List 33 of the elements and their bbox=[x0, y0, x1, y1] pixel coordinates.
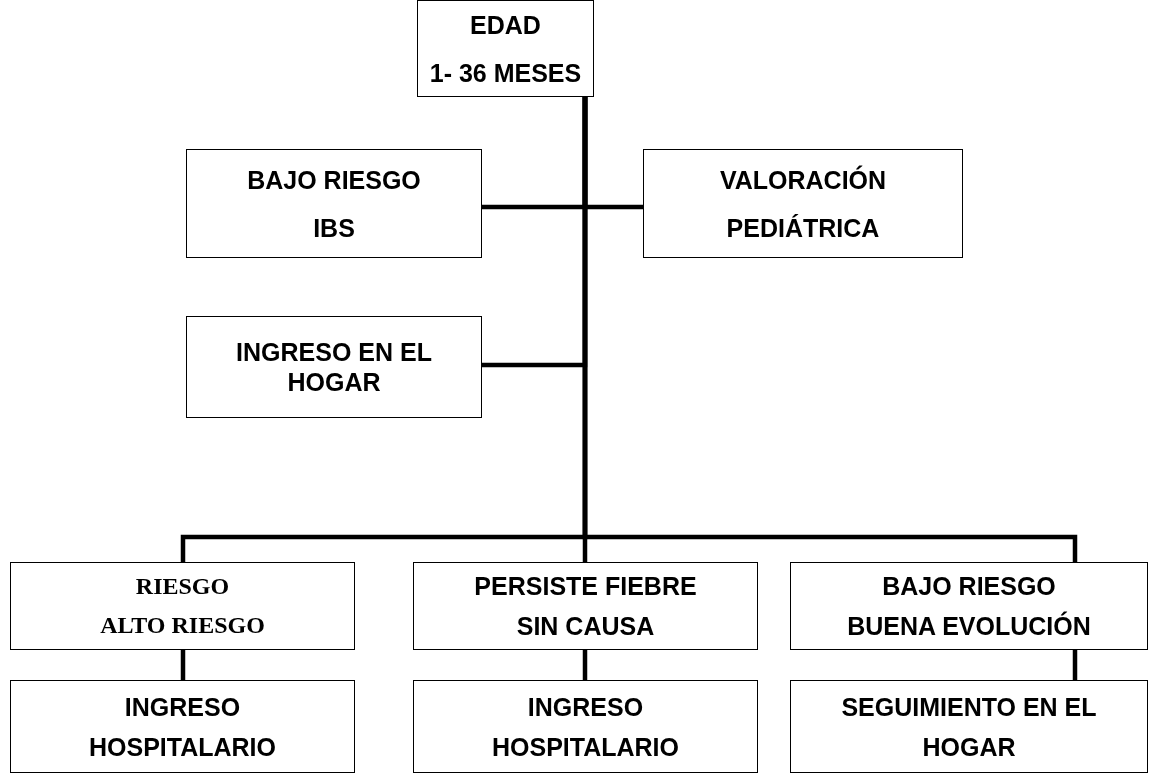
process-box bbox=[186, 316, 482, 418]
box-label: 1- 36 MESES bbox=[429, 57, 582, 88]
box-label: RIESGO bbox=[135, 572, 230, 601]
box-label: IBS bbox=[313, 212, 355, 243]
connector-line bbox=[180, 650, 186, 680]
box-label: HOSPITALARIO bbox=[88, 731, 276, 762]
process-box bbox=[417, 0, 594, 97]
box-label: SIN CAUSA bbox=[516, 611, 655, 641]
process-box bbox=[10, 562, 355, 650]
box-label: BAJO RIESGO bbox=[882, 571, 1056, 601]
box-label: HOSPITALARIO bbox=[491, 731, 679, 762]
process-box bbox=[186, 149, 482, 258]
box-label: INGRESO bbox=[124, 691, 241, 722]
process-box bbox=[643, 149, 963, 258]
box-label: ALTO RIESGO bbox=[100, 611, 265, 640]
box-label: BUENA EVOLUCIÓN bbox=[847, 611, 1091, 641]
process-box bbox=[413, 680, 758, 773]
box-label: SEGUIMIENTO EN EL bbox=[841, 691, 1097, 722]
process-box bbox=[790, 562, 1148, 650]
process-box bbox=[790, 680, 1148, 773]
box-label: VALORACIÓN bbox=[719, 164, 887, 195]
box-label: PEDIÁTRICA bbox=[726, 212, 880, 243]
connector-line bbox=[582, 97, 1078, 562]
process-box bbox=[10, 680, 355, 773]
box-label: INGRESO bbox=[527, 691, 644, 722]
box-label: BAJO RIESGO bbox=[247, 164, 421, 195]
box-label: INGRESO EN EL HOGAR bbox=[235, 337, 433, 397]
box-label: PERSISTE FIEBRE bbox=[474, 571, 697, 601]
process-box bbox=[413, 562, 758, 650]
box-label: HOGAR bbox=[922, 731, 1016, 762]
connector-line bbox=[582, 650, 588, 680]
box-label: EDAD bbox=[470, 9, 541, 40]
connector-line bbox=[1072, 650, 1078, 680]
